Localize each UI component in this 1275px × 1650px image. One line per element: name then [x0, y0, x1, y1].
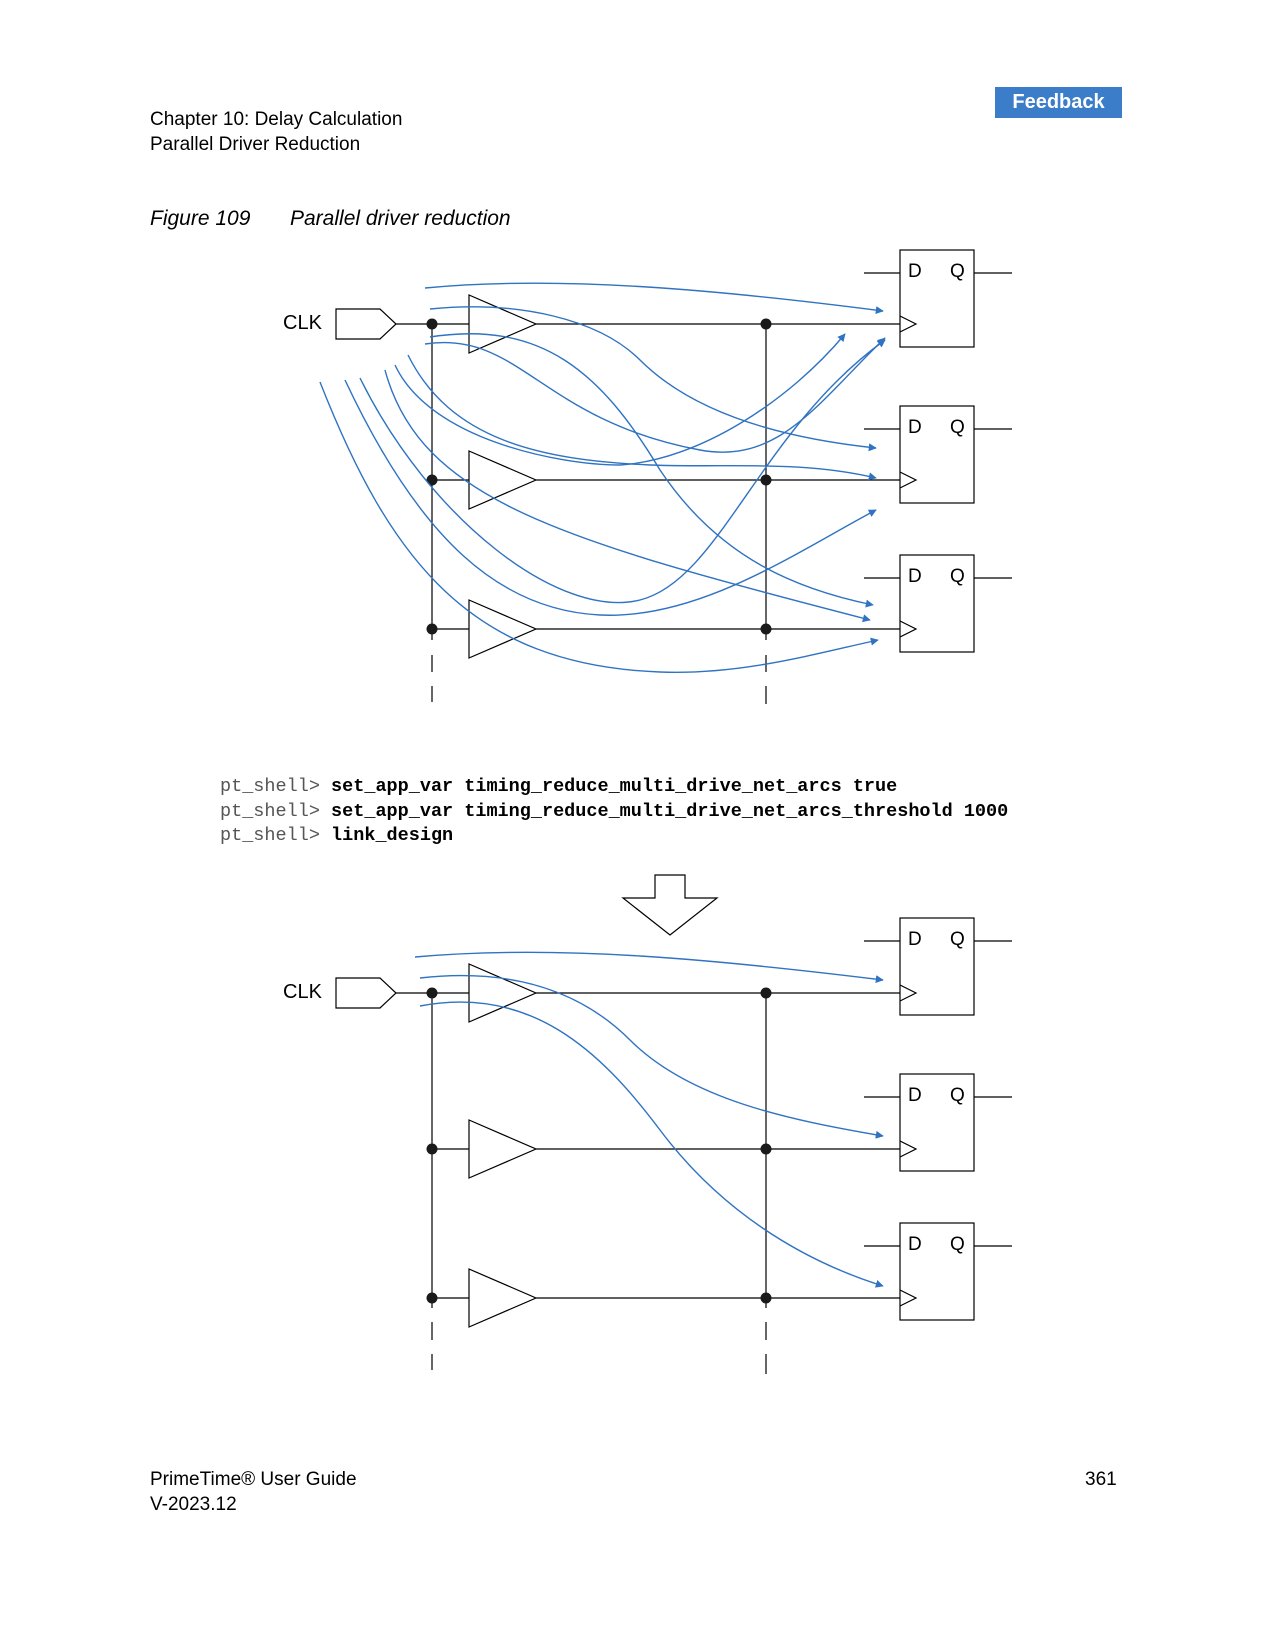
timing-arcs-top — [319, 282, 886, 674]
section-title: Parallel Driver Reduction — [150, 134, 361, 155]
page-number: 361 — [1085, 1469, 1117, 1490]
ff3r-d-label: D — [908, 1234, 922, 1255]
figure-title: Parallel driver reduction — [290, 207, 511, 230]
feedback-button[interactable]: Feedback — [995, 87, 1122, 118]
ff2r-q-label: Q — [950, 1085, 965, 1106]
flip-flop-3 — [864, 554, 1012, 653]
command-text: set_app_var timing_reduce_multi_drive_ne… — [331, 776, 898, 797]
ff1r-q-label: Q — [950, 929, 965, 950]
ff1-q-label: Q — [950, 261, 965, 282]
flip-flop-2-reduced — [864, 1073, 1012, 1172]
driver-row-2-reduced — [426, 1119, 900, 1179]
ff1-d-label: D — [908, 261, 922, 282]
shell-prompt: pt_shell> — [220, 825, 332, 846]
ff3-q-label: Q — [950, 566, 965, 587]
driver-row-3 — [426, 599, 900, 659]
driver-row-1-reduced — [426, 963, 900, 1023]
figure-number: Figure 109 — [150, 207, 251, 230]
flip-flop-1-reduced — [864, 917, 1012, 1016]
top-circuit: CLK D Q D Q D Q — [283, 249, 1012, 704]
down-arrow-icon — [621, 874, 719, 936]
clk-label-bottom: CLK — [283, 981, 323, 1003]
clk-label-top: CLK — [283, 312, 323, 334]
chapter-title: Chapter 10: Delay Calculation — [150, 109, 403, 130]
guide-version: V-2023.12 — [150, 1494, 237, 1515]
ff1r-d-label: D — [908, 929, 922, 950]
figure-caption: Figure 109 Parallel driver reduction — [150, 207, 511, 231]
command-line-3: pt_shell> link_design — [220, 824, 1008, 849]
timing-arcs-bottom — [414, 951, 884, 1288]
driver-row-3-reduced — [426, 1268, 900, 1328]
command-text: link_design — [331, 825, 454, 846]
ff2r-d-label: D — [908, 1085, 922, 1106]
flip-flop-1 — [864, 249, 1012, 348]
driver-row-2 — [426, 450, 900, 510]
shell-prompt: pt_shell> — [220, 776, 332, 797]
running-header: Chapter 10: Delay Calculation Parallel D… — [150, 107, 402, 157]
ff2-q-label: Q — [950, 417, 965, 438]
shell-prompt: pt_shell> — [220, 800, 332, 822]
command-block: pt_shell> set_app_var timing_reduce_mult… — [220, 775, 1008, 849]
footer-left: PrimeTime® User Guide V-2023.12 — [150, 1467, 357, 1517]
flip-flop-3-reduced — [864, 1222, 1012, 1321]
ff2-d-label: D — [908, 417, 922, 438]
ff3-d-label: D — [908, 566, 922, 587]
command-line-1: pt_shell> set_app_var timing_reduce_mult… — [220, 775, 1008, 800]
driver-row-1 — [426, 294, 900, 354]
command-text: set_app_var timing_reduce_multi_drive_ne… — [331, 800, 1009, 822]
flip-flop-2 — [864, 405, 1012, 504]
bottom-circuit: CLK D Q D Q D Q — [283, 917, 1012, 1374]
ff3r-q-label: Q — [950, 1234, 965, 1255]
guide-title: PrimeTime® User Guide — [150, 1469, 357, 1490]
command-line-2: pt_shell> set_app_var timing_reduce_mult… — [220, 800, 1008, 825]
